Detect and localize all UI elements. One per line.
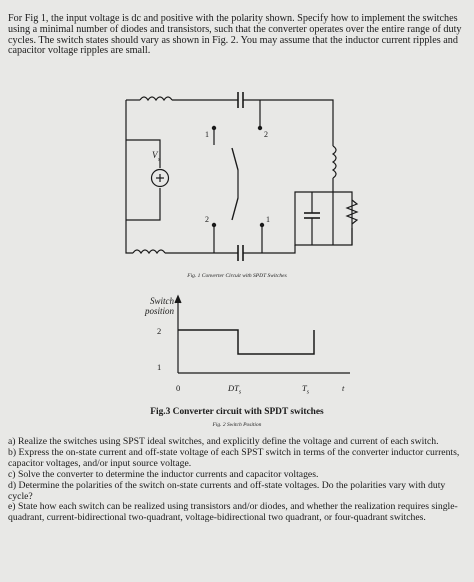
left-rail-wire [125,100,133,254]
y-axis-label-line2: position [144,306,174,316]
lower-switch-throw-1-label: 1 [266,215,270,224]
x-tick-dts: DTs [228,383,241,396]
source-branch-wire [126,139,161,221]
question-c: c) Solve the converter to determine the … [8,468,319,480]
figure2-caption: Fig. 2 Switch Position [212,422,262,428]
y-axis-arrow-icon [174,294,182,304]
x-axis-label: t [342,383,345,393]
voltage-source-icon [150,168,170,188]
upper-switch-contact-2 [257,125,263,131]
lower-switch-blade [231,197,239,221]
y-tick-2: 2 [157,326,162,336]
figure2-title: Fig.3 Converter circuit with SPDT switch… [150,407,324,417]
lower-switch-throw-2-label: 2 [205,215,209,224]
upper-switch-throw-2-label: 2 [264,130,268,139]
upper-switch-throw-1-label: 1 [205,130,209,139]
x-tick-dts-main: DT [228,383,239,393]
lower-switch-contact-2 [211,222,217,228]
bottom-inductor [132,249,166,255]
y-axis-label: Switch position [122,296,174,316]
switch-position-plot [174,294,350,374]
problem-statement: For Fig 1, the input voltage is dc and p… [8,13,462,57]
lower-switch-contact-1 [259,222,265,228]
question-e: e) State how each switch can be realized… [8,501,458,524]
upper-switch-wire [213,100,261,145]
y-tick-1: 1 [157,362,162,372]
figure1-caption: Fig. 1 Converter Circuit with SPDT Switc… [187,273,287,279]
lower-switch-wire [213,190,263,253]
x-tick-ts-sub: s [306,389,310,396]
output-branch [294,191,353,246]
question-list: a) Realize the switches using SPST ideal… [8,436,466,524]
x-tick-dts-sub: s [238,389,242,396]
right-inductor [331,145,337,179]
question-a: a) Realize the switches using SPST ideal… [8,436,439,447]
source-label-subscript: s [158,157,161,163]
converter-circuit [125,92,359,261]
top-inductor [139,96,173,102]
x-tick-0: 0 [176,383,181,393]
x-tick-ts: Ts [302,383,309,396]
question-d: d) Determine the polarities of the switc… [8,479,446,502]
source-label: V [152,150,159,160]
upper-switch-contact-1 [211,125,217,131]
x-tick-ts-main: T [302,383,307,393]
question-b: b) Express the on-state current and off-… [8,446,460,469]
output-resistor [345,199,359,225]
switch-position-waveform [178,329,315,355]
y-axis-label-line1: Switch [150,296,174,306]
upper-switch-blade [231,147,239,171]
